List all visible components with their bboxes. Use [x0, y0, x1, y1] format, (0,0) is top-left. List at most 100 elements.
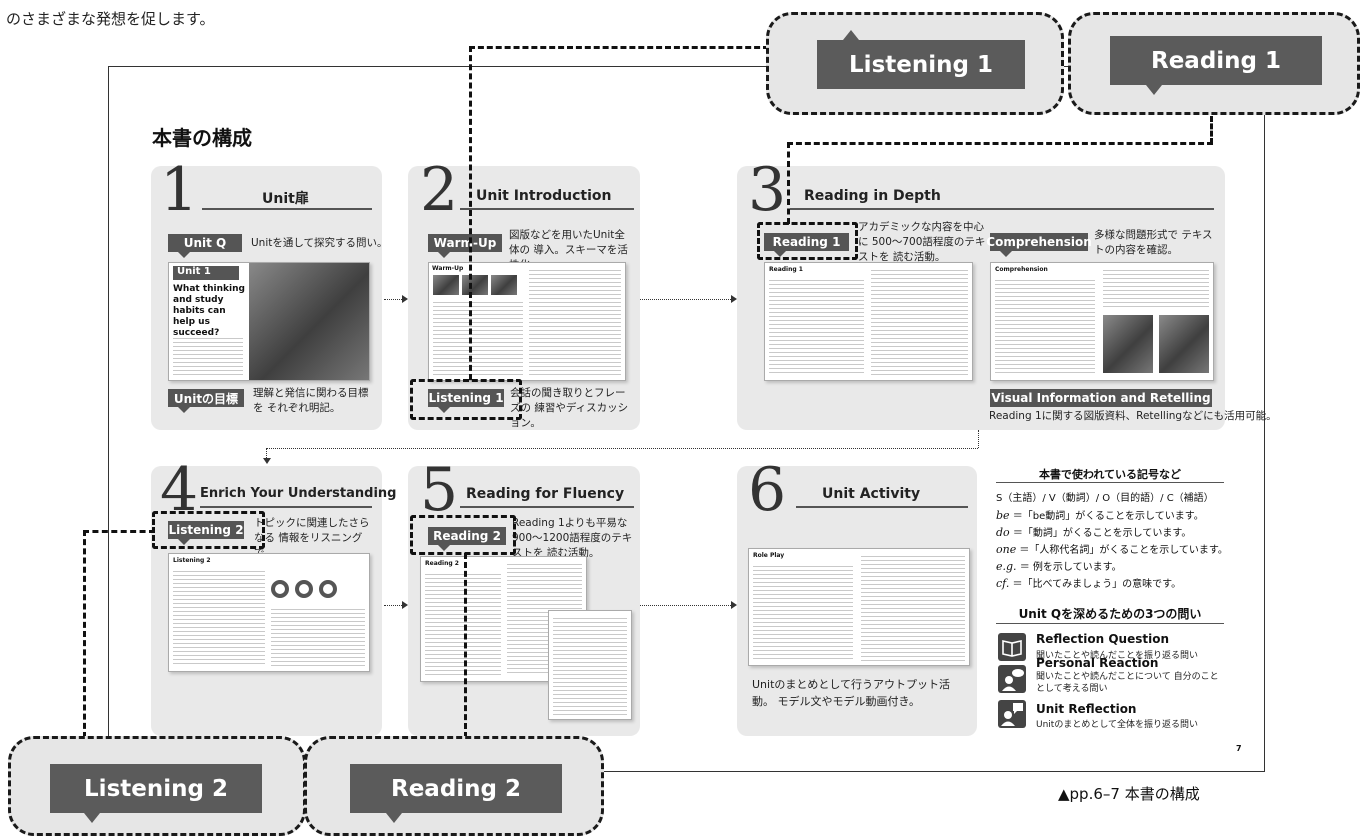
intro-text: のさまざまな発想を促します。: [6, 10, 215, 28]
reading-1-callout-label: Reading 1: [1110, 36, 1322, 85]
listening-2-connector-vertical: [83, 530, 86, 738]
legend-one: one ＝「人称代名詞」がくることを示しています。: [996, 541, 1228, 559]
listening-2-right-lines: [271, 606, 365, 666]
reading-2-tag: Reading 2: [428, 527, 506, 551]
activity-text-lines-right: [861, 553, 965, 661]
legend-eg: e.g. ＝ 例を示しています。: [996, 558, 1122, 576]
section-1-number: 1: [160, 155, 199, 225]
reading-1-tag: Reading 1: [764, 233, 849, 257]
book-icon: [998, 633, 1026, 661]
legend-do: do ＝「動詞」がくることを示しています。: [996, 524, 1191, 542]
listening-1-callout-pointer: [843, 30, 859, 40]
flow-dots-1-2: [384, 299, 404, 300]
legend-one-text: ＝「人称代名詞」がくることを示しています。: [1019, 545, 1228, 556]
unit-label: Unit 1: [173, 266, 239, 280]
enrich-understanding-thumbnail: Listening 2: [168, 553, 370, 672]
reading-1-callout-pointer: [1146, 85, 1162, 95]
flow-arrow-1-2: [402, 295, 408, 303]
section-6-rule: [796, 506, 968, 508]
unit-reflection-desc: Unitのまとめとして全体を振り返る問い: [1036, 720, 1199, 730]
visual-info-photos: [1159, 315, 1209, 373]
chart-ring-3: [319, 580, 337, 598]
photo-collage: [247, 263, 369, 380]
reflection-question-title: Reflection Question: [1036, 632, 1170, 646]
person-speech-icon: [998, 700, 1026, 728]
legend-rule: [996, 482, 1224, 483]
flow-arrow-3-4: [263, 458, 271, 464]
flow-arrow-4-5: [402, 601, 408, 609]
unit-goal-tag: Unitの目標: [168, 389, 244, 413]
legend-be-text: ＝「be動詞」がくることを示しています。: [1012, 511, 1204, 522]
unit-activity-thumbnail: Role Play: [748, 548, 970, 666]
reading-1-desc: アカデミックな内容を中心に 500～700語程度のテキストを 読む活動。: [858, 221, 986, 263]
book-structure-title: 本書の構成: [152, 126, 252, 150]
section-6-number: 6: [748, 455, 787, 525]
reading-2-desc: Reading 1よりも平易な 900～1200語程度のテキストを 読む活動。: [512, 517, 633, 559]
legend-be-symbol: be: [996, 509, 1010, 522]
listening-2-connector-horizontal: [83, 530, 155, 533]
role-play-thumb-heading: Role Play: [753, 552, 785, 559]
reflection-question-desc: 聞いたことや読んだことを振り返る問い: [1036, 651, 1199, 661]
listening-2-text-lines: [173, 568, 265, 666]
legend-cf: cf. ＝「比べてみましょう」の意味です。: [996, 575, 1181, 593]
spread-frame: [108, 66, 1265, 772]
reading-in-depth-thumbnail: Reading 1: [764, 262, 973, 381]
legend-cf-symbol: cf.: [996, 577, 1010, 590]
warm-up-tag: Warm-Up: [428, 234, 502, 258]
listening-2-callout-pointer: [84, 813, 100, 823]
reading-fluency-thumbnail-back: Reading 2: [420, 556, 587, 682]
section-2-rule: [460, 208, 634, 210]
listening-text-lines: [529, 267, 621, 375]
unit-goal-desc: 理解と発信に関わる目標を それぞれ明記。: [253, 387, 369, 414]
flow-arrow-5-6: [731, 601, 737, 609]
warm-up-desc: 図版などを用いたUnit全体の 導入。スキーマを活性化。: [509, 229, 628, 271]
listening-1-tag: Listening 1: [428, 389, 504, 413]
warm-up-photo-2: [462, 275, 488, 295]
page-caption: ▲pp.6–7 本書の構成: [1058, 785, 1200, 803]
visual-information-retelling-desc: Reading 1に関する図版資料、Retellingなどにも活用可能。: [989, 410, 1277, 422]
legend-be: be ＝「be動詞」がくることを示しています。: [996, 507, 1204, 525]
warm-up-photo-3: [491, 275, 517, 295]
section-3-rule: [790, 208, 1214, 210]
listening-1-desc: 会話の聞き取りとフレーズの 練習やディスカッション。: [510, 387, 629, 429]
flow-dots-5-6: [640, 605, 733, 606]
personal-reaction-title: Personal Reaction: [1036, 656, 1159, 670]
comprehension-thumb-heading: Comprehension: [995, 266, 1048, 273]
section-5-number: 5: [420, 455, 459, 525]
reading-2-text-lines-left: [425, 571, 501, 675]
listening-1-highlight: [410, 379, 522, 420]
person-thinking-icon: [998, 665, 1026, 693]
reading-2-exercise-lines: [553, 615, 627, 715]
reading-2-highlight: [410, 515, 516, 555]
section-6-title: Unit Activity: [822, 486, 921, 502]
section-5-rule: [460, 506, 634, 508]
section-4-title: Enrich Your Understanding: [200, 486, 397, 501]
unit-opener-thumbnail: Unit 1 What thinking and study habits ca…: [168, 262, 370, 381]
comprehension-desc: 多様な問題形式で テキストの内容を確認。: [1094, 229, 1213, 256]
reading-2-callout-pointer: [386, 813, 402, 823]
visual-information-retelling-tag: Visual Information and Retelling: [990, 389, 1212, 407]
section-3-title: Reading in Depth: [804, 188, 941, 204]
legend-title: 本書で使われている記号など: [1038, 468, 1182, 481]
unit-q-tag: Unit Q: [168, 234, 242, 258]
listening-2-highlight: [152, 511, 265, 549]
visual-info-lines: [1103, 267, 1209, 307]
unit-q-desc: Unitを通して探究する問い。: [251, 237, 388, 249]
section-4-rule: [200, 506, 372, 508]
listening-2-callout-label: Listening 2: [50, 764, 262, 813]
reading-1-highlight: [757, 222, 858, 260]
legend-svoc: S（主語）/ V（動詞）/ O（目的語）/ C（補語）: [996, 493, 1214, 504]
section-2-number: 2: [420, 155, 459, 225]
warm-up-thumb-heading: Warm-Up: [432, 265, 464, 272]
comprehension-text-lines: [995, 277, 1095, 375]
legend-do-text: ＝「動詞」がくることを示しています。: [1012, 528, 1192, 539]
flow-dots-3-4-across: [266, 448, 978, 449]
reading-1-text-lines-right: [871, 267, 968, 375]
legend-cf-text: ＝「比べてみましょう」の意味です。: [1012, 579, 1182, 590]
legend-do-symbol: do: [996, 526, 1010, 539]
reading-1-connector-vertical: [787, 142, 790, 224]
three-questions-rule: [996, 623, 1224, 624]
reading-2-thumb-heading: Reading 2: [425, 560, 459, 567]
unit-goal-lines: [173, 335, 243, 375]
flow-dots-2-3: [640, 299, 733, 300]
